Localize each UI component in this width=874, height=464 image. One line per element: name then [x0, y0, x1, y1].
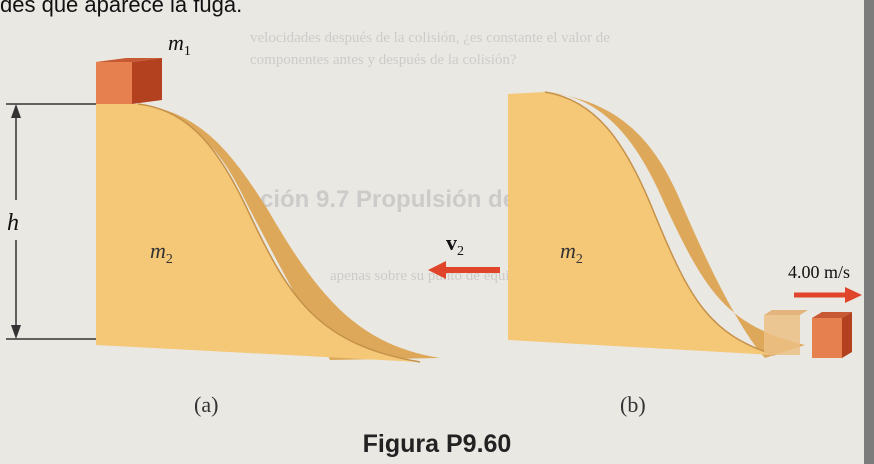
panel-label-b: (b) — [620, 392, 646, 417]
label-h: h — [7, 210, 19, 236]
block-m1-front — [96, 62, 132, 104]
fragment-text: des que aparece la fuga. — [0, 0, 243, 17]
scan-edge-shadow — [864, 0, 874, 464]
arrow-speed — [794, 287, 862, 303]
wedge-b-curve-edge — [544, 91, 776, 356]
bleed-through-line-1: velocidades después de la colisión, ¿es … — [250, 30, 610, 46]
block-moving-front — [812, 318, 842, 358]
wedge-b — [508, 91, 805, 358]
block-m1 — [96, 58, 162, 104]
block-moving-side — [842, 312, 852, 358]
block-m1-side — [132, 58, 162, 104]
label-m2-b: m2 — [560, 238, 583, 267]
height-dimension — [6, 103, 96, 340]
wedge-a-curve-edge — [137, 103, 421, 363]
wedge-b-back — [545, 92, 805, 358]
arrow-v2 — [428, 261, 500, 279]
wedge-a — [96, 103, 440, 363]
block-moving-top — [812, 312, 852, 318]
label-v2: v2 — [446, 230, 464, 259]
block-moving — [812, 312, 852, 358]
panel-label-a: (a) — [194, 392, 219, 417]
label-m2-a: m2 — [150, 238, 173, 267]
label-speed: 4.00 m/s — [788, 262, 850, 282]
figure-caption: Figura P9.60 — [362, 430, 512, 458]
wedge-b-front — [508, 92, 775, 355]
block-m1-top — [96, 58, 162, 62]
bleed-through-line-2: componentes antes y después de la colisi… — [250, 52, 517, 68]
label-m1: m1 — [168, 30, 191, 59]
block-ghost — [764, 310, 808, 355]
